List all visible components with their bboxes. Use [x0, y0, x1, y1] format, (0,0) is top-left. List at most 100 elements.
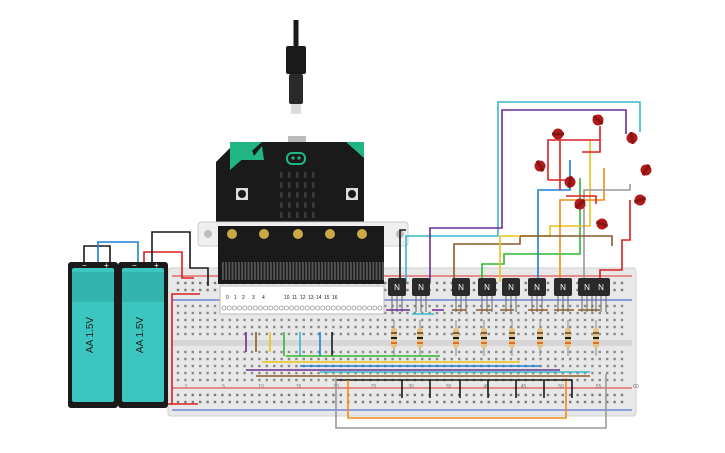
- svg-text:+: +: [104, 261, 109, 270]
- matrix-led: [296, 192, 299, 198]
- led-icon: [574, 198, 586, 210]
- led-icon: [564, 175, 576, 189]
- matrix-led: [280, 182, 283, 188]
- led-icon: [552, 128, 564, 140]
- edge-connector-pins: [222, 262, 384, 280]
- matrix-led: [304, 192, 307, 198]
- column-label: 45: [521, 384, 527, 390]
- battery-1: AA 1.5V − +: [68, 261, 118, 408]
- resistor-icon: [481, 320, 487, 356]
- pin-label: 15: [324, 295, 330, 301]
- matrix-led: [312, 212, 315, 218]
- led-matrix: [280, 172, 315, 218]
- microbit-board[interactable]: [197, 142, 409, 284]
- matrix-led: [288, 182, 291, 188]
- pin-label: 11: [292, 295, 297, 301]
- svg-text:−: −: [132, 261, 137, 270]
- pin-label: 16: [332, 295, 338, 301]
- resistor-icon: [537, 320, 543, 356]
- matrix-led: [288, 192, 291, 198]
- matrix-led: [312, 192, 315, 198]
- led-cluster: [534, 114, 652, 230]
- matrix-led: [304, 182, 307, 188]
- transistor-label: N: [418, 283, 424, 292]
- column-label: 30: [408, 384, 414, 390]
- transistor-label: N: [484, 283, 490, 292]
- transistor-label: N: [534, 283, 540, 292]
- pin-label: 3: [252, 295, 255, 301]
- column-label: 60: [633, 384, 639, 390]
- transistor-icon: N: [502, 278, 520, 312]
- board-jumpers: [245, 332, 607, 429]
- pin-label: 4: [262, 295, 265, 301]
- battery-2-label: AA 1.5V: [135, 317, 146, 353]
- resistor-icon: [391, 320, 397, 356]
- transistor-label: N: [560, 283, 566, 292]
- pin-label: 13: [308, 295, 314, 301]
- resistor-icon: [453, 320, 459, 356]
- matrix-led: [296, 182, 299, 188]
- matrix-led: [296, 202, 299, 208]
- column-label: 35: [446, 384, 452, 390]
- column-label: 10: [258, 384, 264, 390]
- transistor-label: N: [508, 283, 514, 292]
- matrix-led: [280, 172, 283, 178]
- pin-holes: [221, 305, 383, 311]
- matrix-led: [288, 172, 291, 178]
- pin-label: 0: [226, 295, 229, 301]
- matrix-led: [304, 172, 307, 178]
- column-label: 15: [296, 384, 302, 390]
- column-label: 5: [222, 384, 225, 390]
- matrix-led: [304, 202, 307, 208]
- column-label: 50: [558, 384, 564, 390]
- led-wires: [399, 101, 641, 282]
- pin-label: 10: [284, 295, 290, 301]
- pin-label: 12: [300, 295, 306, 301]
- matrix-led: [288, 212, 291, 218]
- transistor-icon: N: [412, 278, 430, 312]
- pin-label: 14: [316, 295, 322, 301]
- matrix-led: [296, 212, 299, 218]
- transistor-label: N: [584, 283, 590, 292]
- battery-wires: [83, 231, 209, 405]
- resistor-icon: [417, 320, 423, 356]
- svg-text:+: +: [154, 261, 159, 270]
- matrix-led: [304, 212, 307, 218]
- matrix-led: [280, 212, 283, 218]
- resistor-icon: [509, 320, 515, 356]
- matrix-led: [312, 172, 315, 178]
- button-a[interactable]: [238, 190, 246, 198]
- matrix-led: [288, 202, 291, 208]
- transistor-label: N: [458, 283, 464, 292]
- resistor-icon: [565, 320, 571, 356]
- matrix-led: [312, 182, 315, 188]
- led-icon: [640, 164, 652, 176]
- matrix-led: [280, 192, 283, 198]
- pin-label: 1: [234, 295, 237, 301]
- matrix-led: [280, 202, 283, 208]
- led-icon: [534, 160, 546, 172]
- led-icon: [626, 131, 638, 145]
- column-label: 1: [185, 384, 188, 390]
- column-label: 40: [483, 384, 489, 390]
- transistor-label: N: [598, 283, 604, 292]
- battery-2: AA 1.5V − +: [118, 261, 168, 408]
- resistor-icon: [593, 320, 599, 356]
- matrix-led: [296, 172, 299, 178]
- led-icon: [595, 218, 609, 230]
- button-b[interactable]: [348, 190, 356, 198]
- led-icon: [633, 194, 647, 206]
- column-label: 25: [371, 384, 377, 390]
- column-label: 55: [596, 384, 602, 390]
- svg-text:−: −: [82, 261, 87, 270]
- matrix-led: [312, 202, 315, 208]
- battery-1-label: AA 1.5V: [85, 317, 96, 353]
- transistor-label: N: [394, 283, 400, 292]
- pin-label: 2: [242, 295, 245, 301]
- resistors: [391, 320, 599, 356]
- usb-cable-icon: [286, 20, 306, 144]
- led-icon: [592, 114, 604, 126]
